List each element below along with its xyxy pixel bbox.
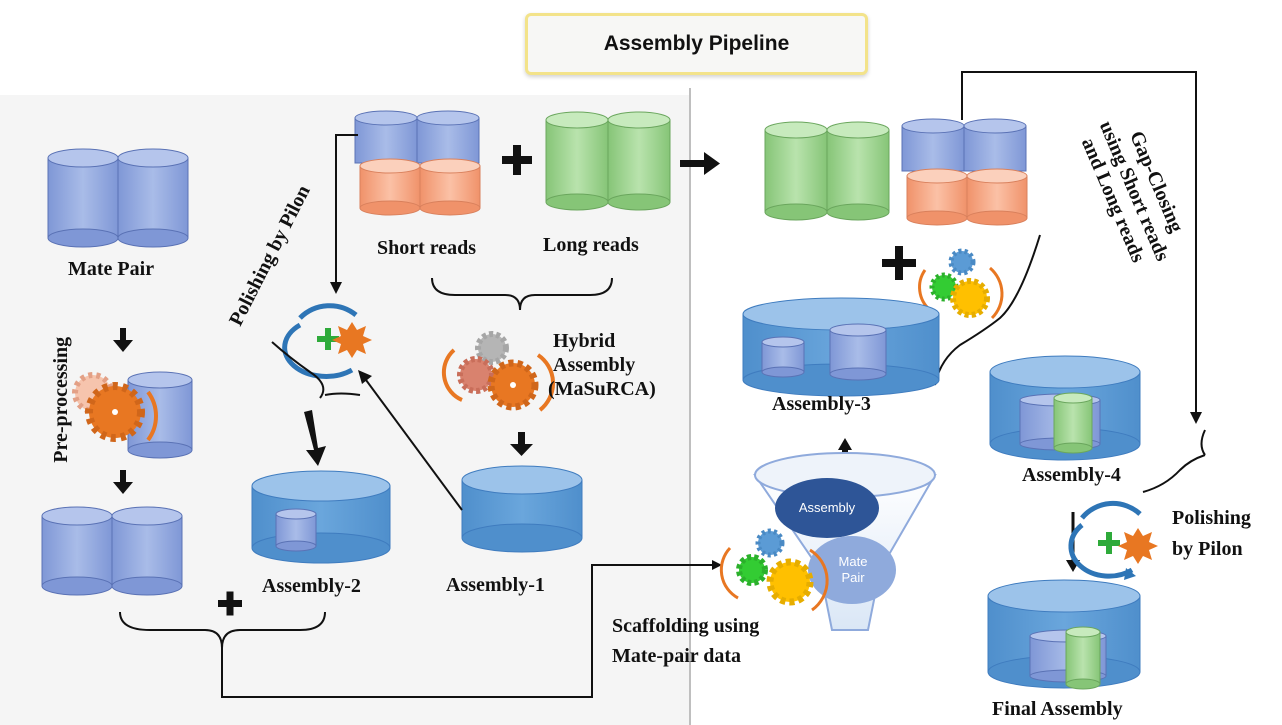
short-reads-to-polish-connector xyxy=(335,134,358,285)
gear-icon xyxy=(72,372,158,442)
hybrid-assembly-line1: Hybrid xyxy=(553,330,616,352)
down-arrow-icon xyxy=(113,470,133,494)
polish-connector xyxy=(365,379,463,511)
funnel-mate-pair-line1: Mate xyxy=(838,554,868,569)
plus-icon xyxy=(502,145,532,175)
polishing-right-line2: by Pilon xyxy=(1172,538,1243,560)
gear-icon xyxy=(441,331,556,412)
brace-icon xyxy=(431,277,613,311)
brace-icon xyxy=(324,392,361,396)
final-assembly-label: Final Assembly xyxy=(992,698,1123,720)
assembly-4-cylinder xyxy=(989,355,1141,461)
right-arrow-icon xyxy=(680,152,720,175)
brace-icon xyxy=(934,234,1041,386)
assembly-3-cylinder xyxy=(742,297,940,397)
down-arrow-icon xyxy=(510,432,533,456)
right-arrow-icon xyxy=(712,560,722,570)
down-arrow-icon xyxy=(330,282,342,294)
assembly-2-label: Assembly-2 xyxy=(262,575,361,597)
brace-icon xyxy=(1142,454,1206,493)
gear-icon xyxy=(282,303,372,379)
long-reads-cylinders xyxy=(545,111,671,211)
cylinder-icon xyxy=(47,148,119,248)
long-reads-cylinders-right xyxy=(764,121,890,221)
cylinder-icon xyxy=(111,506,183,596)
cylinder-icon xyxy=(117,148,189,248)
assembly-3-label: Assembly-3 xyxy=(772,393,871,415)
assembly-4-label: Assembly-4 xyxy=(1022,464,1121,486)
scaffolding-line1: Scaffolding using xyxy=(612,615,760,637)
cylinder-icon xyxy=(41,506,113,596)
down-arrow-icon xyxy=(113,328,133,352)
plus-icon xyxy=(882,246,916,280)
processed-mate-pair-cylinders xyxy=(41,506,183,596)
up-arrow-icon xyxy=(358,370,372,384)
funnel-assembly-label: Assembly xyxy=(798,500,856,515)
gear-icon xyxy=(719,528,829,612)
funnel-mate-pair-line2: Pair xyxy=(841,570,865,585)
polishing-right-line1: Polishing xyxy=(1172,507,1251,529)
short-reads-cylinders-right xyxy=(901,118,1028,226)
funnel-icon xyxy=(753,452,937,631)
short-reads-cylinders xyxy=(354,110,481,216)
assembly-1-cylinder xyxy=(461,465,583,553)
scaffold-connector xyxy=(221,564,712,698)
scaffolding-line2: Mate-pair data xyxy=(612,645,742,667)
diagram-title-text: Assembly Pipeline xyxy=(603,32,790,55)
assembly-1-label: Assembly-1 xyxy=(446,574,545,596)
down-arrow-icon xyxy=(1190,412,1202,424)
final-assembly-cylinder xyxy=(987,579,1141,690)
long-reads-label: Long reads xyxy=(543,234,639,256)
assembly-2-cylinder xyxy=(251,470,391,564)
gear-icon xyxy=(918,248,1004,320)
brace-icon xyxy=(1200,429,1206,456)
diagram-title: Assembly Pipeline xyxy=(525,13,868,75)
gear-icon xyxy=(1068,500,1158,580)
mate-pair-label: Mate Pair xyxy=(68,258,155,280)
down-arrow-icon xyxy=(304,410,326,466)
brace-icon xyxy=(271,341,325,399)
hybrid-assembly-line2: Assembly xyxy=(553,354,636,376)
hybrid-assembly-line3: (MaSuRCA) xyxy=(548,378,656,400)
pre-processing-label: Pre-processing xyxy=(50,336,73,463)
short-reads-label: Short reads xyxy=(377,237,477,259)
plus-icon xyxy=(218,591,242,616)
short-reads-to-final-polish-connector xyxy=(961,71,1197,415)
mate-pair-cylinders xyxy=(47,148,189,248)
